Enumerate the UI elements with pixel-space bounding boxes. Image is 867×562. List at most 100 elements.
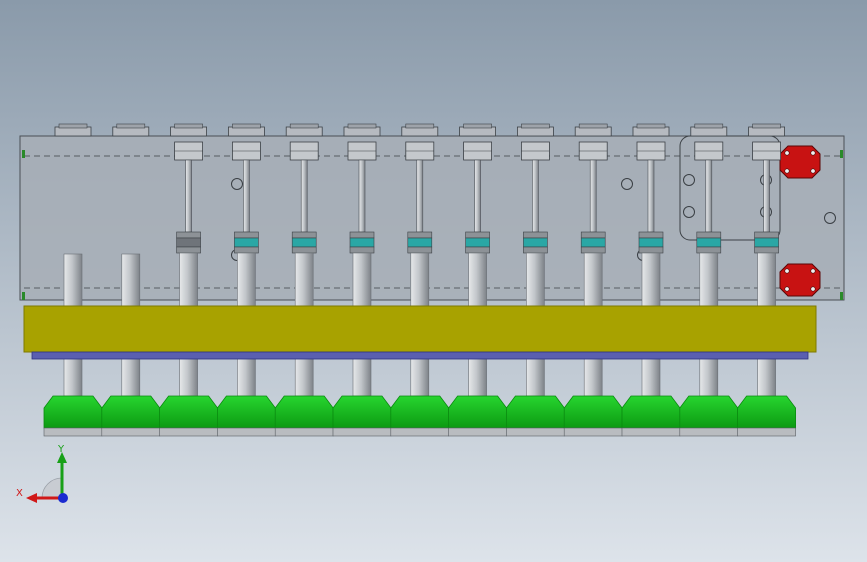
top-cap-lip [405, 123, 435, 129]
collar-ring [754, 237, 779, 248]
collar-top [523, 231, 548, 239]
bracket-bolt [810, 268, 816, 274]
bracket-outline [679, 135, 781, 241]
edge-marker [22, 292, 25, 300]
top-cap [112, 126, 150, 137]
top-cap-lip [694, 123, 724, 129]
main-rod [757, 252, 776, 307]
frame-hole [231, 178, 243, 190]
cup-base [101, 427, 161, 437]
thin-rod [185, 159, 192, 233]
top-cap [690, 126, 728, 137]
thin-rod [358, 159, 366, 233]
frame-assembly [19, 135, 845, 301]
bracket-bolt [784, 286, 790, 292]
suction-cup [621, 395, 681, 429]
top-cap-lip [347, 123, 377, 129]
column-12 [679, 123, 739, 437]
column-9 [506, 123, 565, 437]
bracket-bolt [810, 286, 816, 292]
top-cap [227, 126, 265, 137]
top-cap [517, 126, 554, 137]
lower-rod [583, 357, 603, 397]
bracket-bolt [784, 150, 790, 156]
collar-bottom [696, 246, 722, 254]
collar-top [696, 231, 722, 239]
suction-cup [390, 395, 450, 429]
main-rod [352, 252, 372, 307]
suction-cup [506, 395, 565, 429]
thin-rod [589, 159, 597, 233]
cup-base [332, 427, 392, 437]
main-rod [410, 252, 430, 307]
y-axis-head [57, 452, 67, 463]
cup-base [563, 427, 623, 437]
top-cap [401, 126, 439, 137]
suction-cup [679, 395, 739, 429]
blue-strip [31, 351, 809, 360]
suction-cup [274, 395, 334, 429]
cup-base [274, 427, 334, 437]
collar-bottom [465, 246, 490, 254]
bracket-bolt [810, 168, 816, 174]
collar-ring [580, 237, 606, 248]
main-rod [63, 253, 83, 307]
collar-top [580, 231, 606, 239]
top-cap-lip [752, 123, 781, 129]
lower-rod [526, 357, 545, 397]
frame-panel [19, 135, 845, 301]
main-rod [179, 252, 198, 307]
collar-bottom [291, 246, 317, 254]
bracket-bolt [784, 168, 790, 174]
z-axis-dot [58, 493, 68, 503]
thin-rod [647, 159, 655, 233]
column-7 [390, 123, 450, 437]
suction-cup [217, 395, 276, 429]
cup-base [43, 427, 103, 437]
collar-top [465, 231, 490, 239]
top-cap-lip [58, 123, 88, 129]
lower-rod [468, 357, 487, 397]
collar-bottom [580, 246, 606, 254]
collar-ring [465, 237, 490, 248]
collar-bottom [407, 246, 433, 254]
red-bracket [779, 145, 821, 179]
suction-cup [332, 395, 392, 429]
collar-bottom [176, 246, 201, 254]
main-rod [526, 252, 545, 307]
collar-ring [176, 237, 201, 248]
column-8 [448, 123, 507, 437]
lower-rod [63, 357, 83, 397]
collar-bottom [234, 246, 259, 254]
suction-cup [159, 395, 218, 429]
top-cap-lip [116, 123, 146, 129]
top-cap [748, 126, 785, 137]
suction-cup [448, 395, 507, 429]
frame-hole [683, 206, 695, 218]
column-6 [332, 123, 392, 437]
cup-base [217, 427, 276, 437]
suction-cup [563, 395, 623, 429]
yellow-plate [23, 305, 817, 353]
collar-top [234, 231, 259, 239]
column-1 [43, 123, 103, 437]
collar-ring [638, 237, 664, 248]
lower-rod [641, 357, 661, 397]
collar-ring [349, 237, 375, 248]
lower-rod [410, 357, 430, 397]
lower-rod [294, 357, 314, 397]
main-rod [641, 252, 661, 307]
suction-cup [737, 395, 796, 429]
top-cap-lip [636, 123, 666, 129]
cup-base [159, 427, 218, 437]
thin-rod [300, 159, 308, 233]
column-10 [563, 123, 623, 437]
column-11 [621, 123, 681, 437]
cup-base [679, 427, 739, 437]
lower-assembly [23, 305, 817, 360]
top-cap-lip [521, 123, 550, 129]
column-3 [159, 123, 218, 437]
thin-rod [763, 159, 770, 233]
lower-rod [237, 357, 256, 397]
